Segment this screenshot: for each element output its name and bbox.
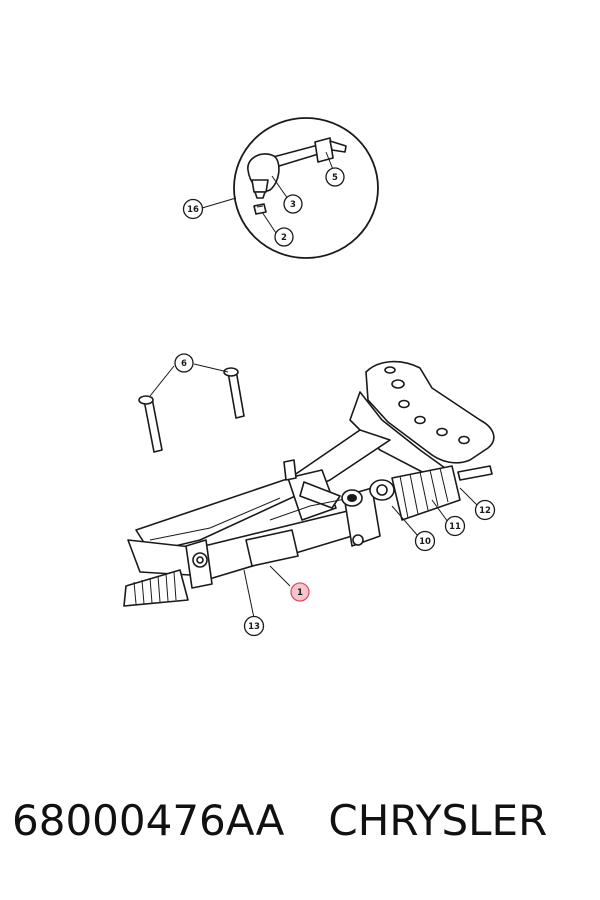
callout-1[interactable]: 1: [290, 582, 310, 602]
callout-16-label: 16: [187, 205, 199, 215]
callout-10-label: 10: [419, 537, 431, 547]
callout-12-label: 12: [479, 506, 491, 516]
callout-16[interactable]: 16: [182, 198, 204, 220]
leader-lines: [149, 151, 479, 619]
rack-and-pinion-gear: [123, 367, 493, 607]
tie-rod-end-inset: [233, 117, 379, 259]
callout-3[interactable]: 3: [283, 194, 303, 214]
crossmember: [127, 360, 495, 576]
callout-13[interactable]: 13: [243, 615, 265, 637]
callout-1-label: 1: [297, 588, 303, 598]
callout-2-label: 2: [281, 233, 287, 243]
callout-12[interactable]: 12: [474, 499, 496, 521]
callout-13-label: 13: [248, 622, 260, 632]
steering-gear-diagram: 1 2 3 5 6 10 11 12 13 16: [123, 117, 496, 637]
part-number: 68000476AA: [12, 796, 285, 845]
callout-6[interactable]: 6: [174, 353, 194, 373]
callout-6-label: 6: [181, 359, 187, 369]
callout-11[interactable]: 11: [444, 515, 466, 537]
brand-name: CHRYSLER: [328, 796, 548, 845]
callout-5-label: 5: [332, 173, 338, 183]
callout-10[interactable]: 10: [414, 530, 436, 552]
callout-11-label: 11: [449, 522, 461, 532]
callout-3-label: 3: [290, 200, 296, 210]
callout-2[interactable]: 2: [274, 227, 294, 247]
callout-5[interactable]: 5: [325, 167, 345, 187]
caption: 68000476AA CHRYSLER: [12, 796, 592, 845]
